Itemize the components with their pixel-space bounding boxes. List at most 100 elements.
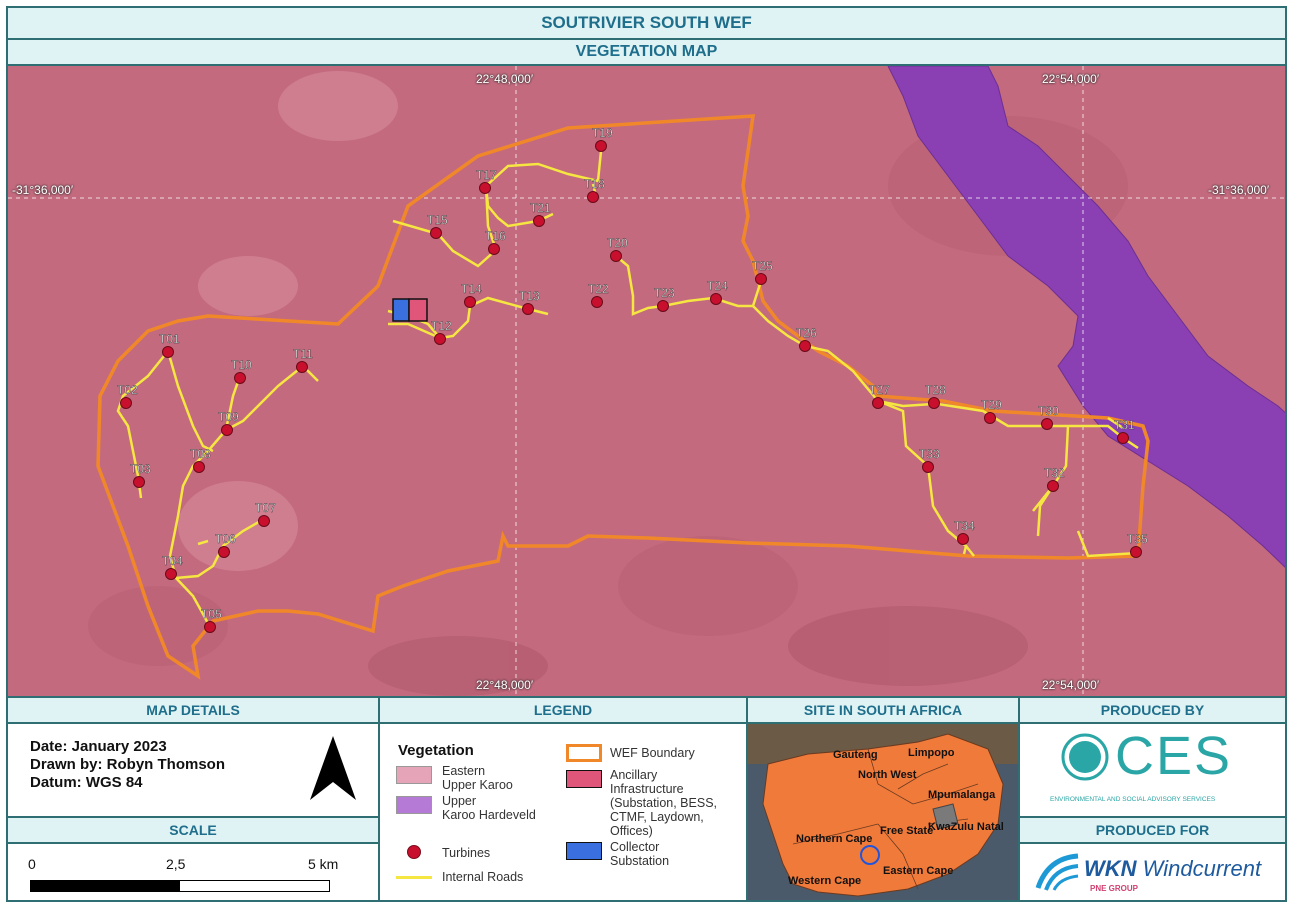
turbine-marker[interactable] — [533, 215, 545, 227]
turbine-marker[interactable] — [430, 227, 442, 239]
turbine-label: T23 — [654, 286, 675, 300]
province-free-state: Free State — [880, 825, 933, 837]
province-eastern-cape: Eastern Cape — [883, 865, 953, 877]
turbine-marker[interactable] — [218, 546, 230, 558]
turbine-marker[interactable] — [1130, 546, 1142, 558]
turbine-marker[interactable] — [587, 191, 599, 203]
turbine-label: T10 — [231, 358, 252, 372]
grid-label-right: -31°36,000′ — [1208, 183, 1270, 197]
turbine-marker[interactable] — [591, 296, 603, 308]
grid-label-bottom-left: 22°48,000′ — [476, 678, 534, 692]
turbine-marker[interactable] — [1041, 418, 1053, 430]
turbine-label: T14 — [461, 282, 482, 296]
turbine-label: T33 — [919, 447, 940, 461]
turbine-label: T03 — [130, 462, 151, 476]
wkn-swirl-icon — [1035, 853, 1079, 891]
site-panel: SITE IN SOUTH AFRICA Gauteng Limpopo Nor… — [746, 696, 1020, 902]
wkn-logo: WKN Windcurrent — [1084, 856, 1262, 881]
legend-swatch-eastern-upper-karoo — [396, 766, 432, 784]
turbine-marker[interactable] — [479, 182, 491, 194]
turbine-marker[interactable] — [610, 250, 622, 262]
collector-substation[interactable] — [392, 298, 410, 322]
turbine-marker[interactable] — [296, 361, 308, 373]
turbine-marker[interactable] — [120, 397, 132, 409]
turbine-label: T20 — [607, 236, 628, 250]
turbine-label: T29 — [981, 398, 1002, 412]
grid-label-top-right: 22°54,000′ — [1042, 72, 1100, 86]
scale-panel: SCALE 0 2,5 5 km — [6, 816, 380, 902]
map-details-panel: MAP DETAILS Date: January 2023 Drawn by:… — [6, 696, 380, 818]
turbine-label: T07 — [255, 501, 276, 515]
legend-wef-boundary: WEF Boundary — [610, 746, 695, 760]
turbine-marker[interactable] — [221, 424, 233, 436]
map-title: SOUTRIVIER SOUTH WEF — [6, 6, 1287, 40]
turbine-marker[interactable] — [133, 476, 145, 488]
wef-boundary-line — [96, 114, 1150, 680]
turbine-marker[interactable] — [710, 293, 722, 305]
turbine-label: T11 — [293, 347, 313, 361]
turbine-marker[interactable] — [1047, 480, 1059, 492]
turbine-marker[interactable] — [464, 296, 476, 308]
turbine-marker[interactable] — [872, 397, 884, 409]
turbine-label: T34 — [954, 519, 975, 533]
turbine-label: T06 — [215, 532, 236, 546]
turbine-label: T17 — [476, 168, 497, 182]
turbine-label: T22 — [588, 282, 609, 296]
legend-turbines: Turbines — [442, 846, 491, 860]
turbine-marker[interactable] — [522, 303, 534, 315]
turbine-marker[interactable] — [162, 346, 174, 358]
turbine-marker[interactable] — [165, 568, 177, 580]
turbine-label: T24 — [707, 279, 728, 293]
turbine-marker[interactable] — [799, 340, 811, 352]
turbine-marker[interactable] — [755, 273, 767, 285]
turbine-label: T28 — [925, 383, 946, 397]
turbine-marker[interactable] — [984, 412, 996, 424]
internal-roads — [116, 150, 1139, 632]
turbine-label: T05 — [201, 607, 222, 621]
turbine-marker[interactable] — [434, 333, 446, 345]
turbine-label: T02 — [117, 383, 138, 397]
ancillary-infrastructure[interactable] — [408, 298, 428, 322]
turbine-marker[interactable] — [657, 300, 669, 312]
scale-title: SCALE — [8, 818, 378, 844]
produced-for-panel: PRODUCED FOR WKN Windcurrent PNE GROUP — [1018, 816, 1287, 902]
site-location-marker — [860, 845, 880, 865]
province-gauteng: Gauteng — [833, 749, 878, 761]
turbine-marker[interactable] — [595, 140, 607, 152]
map-canvas: T01T02T03T04T05T06T07T08T09T10T11T12T13T… — [8, 66, 1285, 696]
turbine-label: T01 — [159, 332, 180, 346]
legend-title: LEGEND — [380, 698, 746, 724]
legend-swatch-upper-karoo-hardeveld — [396, 796, 432, 814]
turbine-marker[interactable] — [258, 515, 270, 527]
turbine-marker[interactable] — [204, 621, 216, 633]
site-title: SITE IN SOUTH AFRICA — [748, 698, 1018, 724]
turbine-label: T15 — [427, 213, 448, 227]
globe-icon — [1061, 733, 1109, 781]
turbine-marker[interactable] — [1117, 432, 1129, 444]
turbine-marker[interactable] — [957, 533, 969, 545]
produced-by-panel: PRODUCED BY CES ENVIRONMENTAL AND SOCIAL… — [1018, 696, 1287, 818]
map-datum: Datum: WGS 84 — [30, 774, 143, 791]
turbine-label: T35 — [1127, 532, 1148, 546]
legend-swatch-collector — [566, 842, 602, 860]
grid-label-left: -31°36,000′ — [12, 183, 74, 197]
turbine-label: T32 — [1044, 466, 1065, 480]
turbine-marker[interactable] — [928, 397, 940, 409]
turbine-marker[interactable] — [193, 461, 205, 473]
province-mpumalanga: Mpumalanga — [928, 789, 996, 801]
turbine-marker[interactable] — [488, 243, 500, 255]
turbine-marker[interactable] — [922, 461, 934, 473]
map-drawn-by: Drawn by: Robyn Thomson — [30, 756, 225, 773]
map-details-title: MAP DETAILS — [8, 698, 378, 724]
turbine-marker[interactable] — [234, 372, 246, 384]
wkn-tagline: PNE GROUP — [1090, 884, 1139, 893]
map-details-text: Date: January 2023 Drawn by: Robyn Thoms… — [30, 738, 225, 792]
turbine-label: T04 — [162, 554, 183, 568]
turbine-label: T27 — [869, 383, 890, 397]
legend-swatch-ancillary — [566, 770, 602, 788]
province-north-west: North West — [858, 769, 917, 781]
